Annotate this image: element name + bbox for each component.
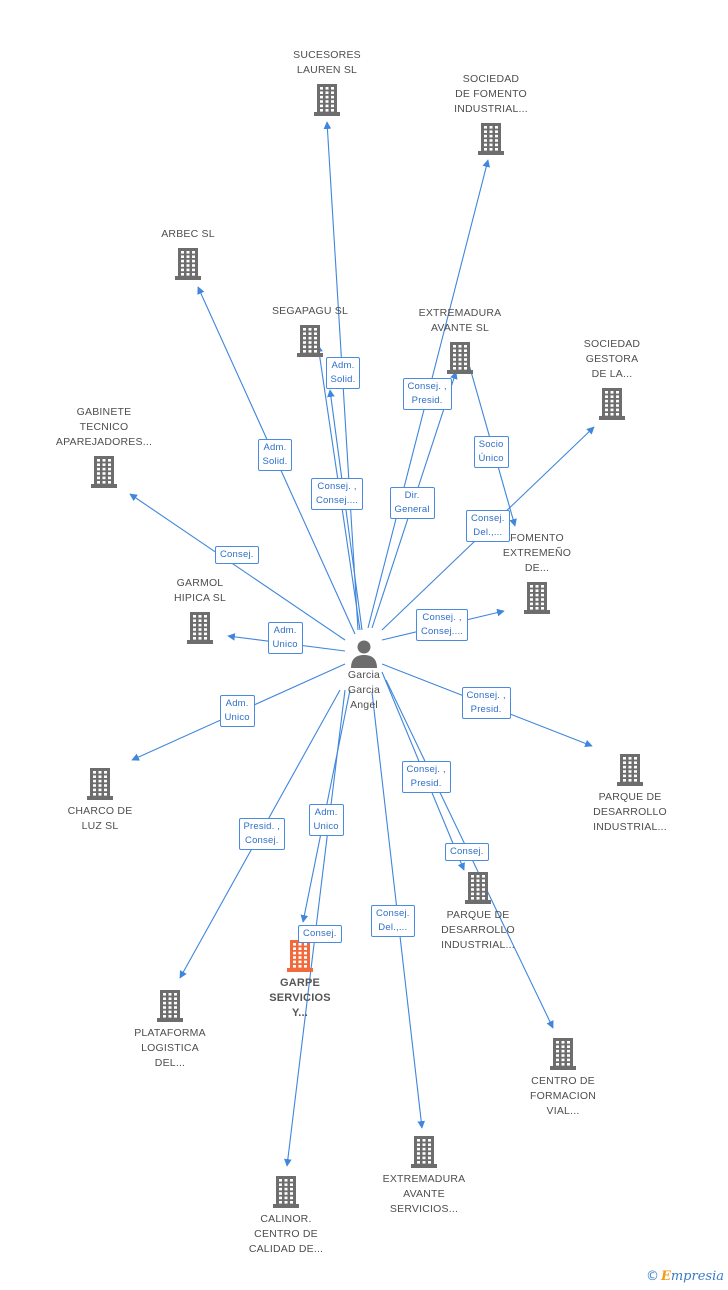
company-name: EXTREMADURA AVANTE SERVICIOS... xyxy=(382,1173,466,1215)
center-person-node[interactable]: Garcia Garcia Angel xyxy=(304,638,424,713)
company-node[interactable]: EXTREMADURA AVANTE SERVICIOS... xyxy=(364,1134,484,1217)
building-icon xyxy=(267,82,387,116)
building-icon xyxy=(400,340,520,374)
company-name: CALINOR. CENTRO DE CALIDAD DE... xyxy=(248,1213,324,1255)
building-icon xyxy=(240,938,360,972)
company-node[interactable]: PLATAFORMA LOGISTICA DEL... xyxy=(110,988,230,1071)
footer-brand: ©Empresia xyxy=(646,1269,724,1284)
company-name: SUCESORES LAUREN SL xyxy=(293,49,361,76)
role-badge[interactable]: Consej. xyxy=(215,546,259,564)
company-node[interactable]: CENTRO DE FORMACION VIAL... xyxy=(503,1036,623,1119)
company-node[interactable]: SOCIEDAD GESTORA DE LA... xyxy=(552,337,672,420)
building-icon xyxy=(44,454,164,488)
building-icon xyxy=(477,580,597,614)
relation-edge xyxy=(129,493,346,641)
company-node[interactable]: PARQUE DE DESARROLLO INDUSTRIAL... xyxy=(418,870,538,953)
role-badge[interactable]: Consej. , Consej.... xyxy=(311,478,364,510)
brand-name: mpresia xyxy=(670,1269,724,1284)
building-icon xyxy=(431,121,551,155)
company-node[interactable]: CALINOR. CENTRO DE CALIDAD DE... xyxy=(226,1174,346,1257)
building-icon xyxy=(364,1134,484,1168)
company-node[interactable]: SUCESORES LAUREN SL xyxy=(267,48,387,116)
company-name: SOCIEDAD GESTORA DE LA... xyxy=(583,338,641,380)
role-badge[interactable]: Adm. Unico xyxy=(219,695,255,727)
building-icon xyxy=(503,1036,623,1070)
role-badge[interactable]: Consej. Del.,... xyxy=(466,510,510,542)
company-name: PARQUE DE DESARROLLO INDUSTRIAL... xyxy=(441,909,515,951)
company-name: GABINETE TECNICO APAREJADORES... xyxy=(55,406,153,448)
role-badge[interactable]: Adm. Solid. xyxy=(257,439,293,471)
building-icon xyxy=(110,988,230,1022)
company-name: SOCIEDAD DE FOMENTO INDUSTRIAL... xyxy=(454,73,528,115)
brand-initial: E xyxy=(660,1269,671,1284)
role-badge[interactable]: Consej. , Presid. xyxy=(402,378,452,410)
building-icon xyxy=(140,610,260,644)
building-icon xyxy=(570,752,690,786)
building-icon xyxy=(128,246,248,280)
company-name: FOMENTO EXTREMEÑO DE... xyxy=(502,532,572,574)
role-badge[interactable]: Consej. , Presid. xyxy=(401,761,451,793)
company-node[interactable]: SEGAPAGU SL xyxy=(250,304,370,357)
role-badge[interactable]: Dir. General xyxy=(389,487,435,519)
building-icon xyxy=(250,323,370,357)
role-badge[interactable]: Consej. , Consej.... xyxy=(416,609,469,641)
role-badge[interactable]: Adm. Solid. xyxy=(325,357,361,389)
company-name: SEGAPAGU SL xyxy=(271,305,349,317)
role-badge[interactable]: Adm. Unico xyxy=(267,622,303,654)
company-name: GARPE SERVICIOS Y... xyxy=(269,977,331,1019)
role-badge[interactable]: Socio Único xyxy=(473,436,509,468)
company-node[interactable]: GARPE SERVICIOS Y... xyxy=(240,938,360,1021)
role-badge[interactable]: Consej. xyxy=(298,925,342,943)
company-name: ARBEC SL xyxy=(161,228,215,240)
company-node[interactable]: PARQUE DE DESARROLLO INDUSTRIAL... xyxy=(570,752,690,835)
role-badge[interactable]: Presid. , Consej. xyxy=(238,818,286,850)
person-icon xyxy=(304,638,424,668)
building-icon xyxy=(418,870,538,904)
role-badge[interactable]: Consej. , Presid. xyxy=(461,687,511,719)
company-name: EXTREMADURA AVANTE SL xyxy=(418,307,502,334)
role-badge[interactable]: Consej. xyxy=(445,843,489,861)
company-node[interactable]: ARBEC SL xyxy=(128,227,248,280)
company-node[interactable]: GABINETE TECNICO APAREJADORES... xyxy=(44,405,164,488)
building-icon xyxy=(226,1174,346,1208)
company-name: PLATAFORMA LOGISTICA DEL... xyxy=(134,1027,206,1069)
copyright-symbol: © xyxy=(645,1269,659,1284)
company-name: CENTRO DE FORMACION VIAL... xyxy=(530,1075,596,1117)
company-name: CHARCO DE LUZ SL xyxy=(67,805,133,832)
role-badge[interactable]: Adm. Unico xyxy=(308,804,344,836)
building-icon xyxy=(552,386,672,420)
company-node[interactable]: FOMENTO EXTREMEÑO DE... xyxy=(477,531,597,614)
company-node[interactable]: CHARCO DE LUZ SL xyxy=(40,766,160,834)
building-icon xyxy=(40,766,160,800)
company-node[interactable]: SOCIEDAD DE FOMENTO INDUSTRIAL... xyxy=(431,72,551,155)
company-node[interactable]: EXTREMADURA AVANTE SL xyxy=(400,306,520,374)
relation-edge xyxy=(327,389,363,631)
company-name: GARMOL HIPICA SL xyxy=(174,577,226,604)
role-badge[interactable]: Consej. Del.,... xyxy=(371,905,415,937)
person-name: Garcia Garcia Angel xyxy=(347,669,381,711)
company-node[interactable]: GARMOL HIPICA SL xyxy=(140,576,260,644)
company-name: PARQUE DE DESARROLLO INDUSTRIAL... xyxy=(593,791,667,833)
